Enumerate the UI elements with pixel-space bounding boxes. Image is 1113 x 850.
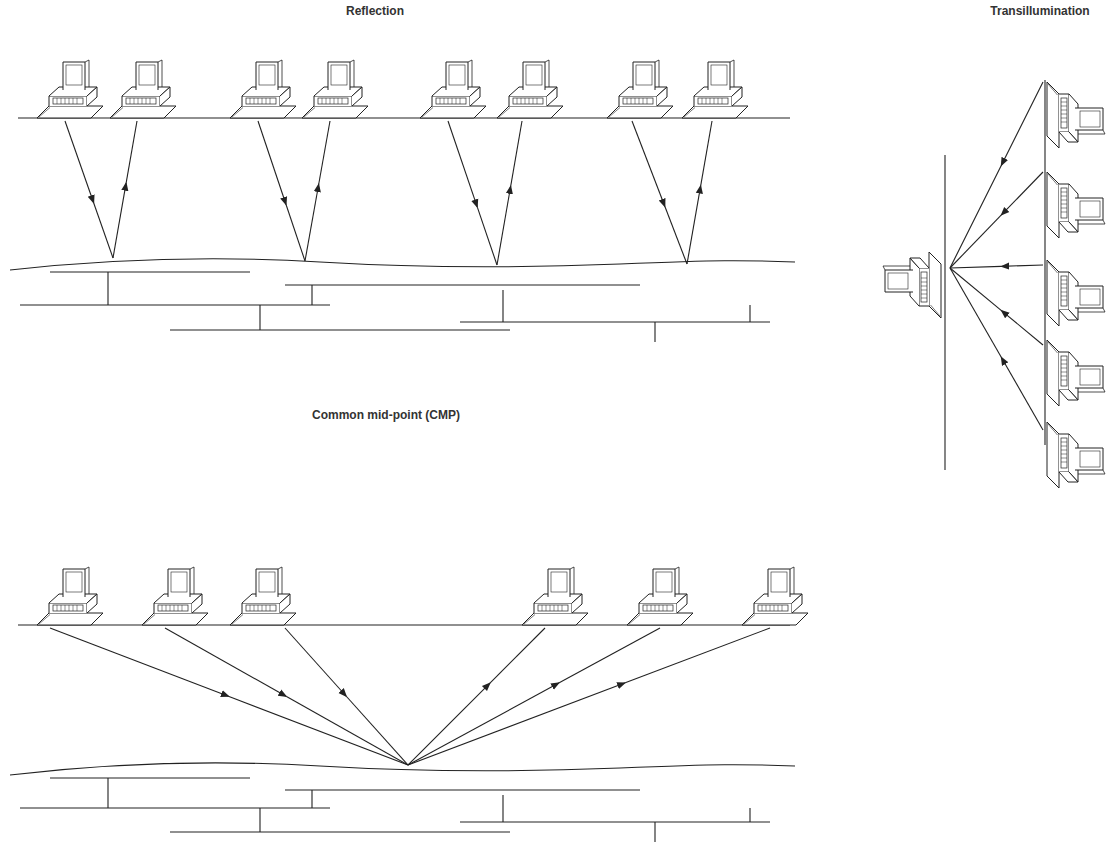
ray-path: [258, 121, 305, 261]
ground-layers: [10, 80, 1045, 842]
ray-path: [408, 628, 545, 765]
ray-paths: [50, 82, 1043, 765]
ray-path: [50, 628, 408, 765]
section-title: Common mid-point (CMP): [310, 408, 462, 422]
ray-path: [950, 268, 1043, 430]
ray-path: [950, 82, 1043, 268]
ray-path: [285, 628, 408, 765]
ray-path: [497, 121, 522, 265]
ray-path: [65, 121, 113, 258]
section-title: Transillumination: [988, 4, 1091, 18]
ray-path: [113, 121, 137, 258]
gpr-units: [37, 60, 1105, 625]
ray-path: [950, 172, 1043, 268]
ray-path: [950, 268, 1043, 345]
ray-path: [408, 628, 770, 765]
ray-path: [165, 628, 408, 765]
section-title: Reflection: [344, 4, 406, 18]
ray-path: [632, 121, 687, 264]
ray-path: [305, 121, 330, 261]
ray-path: [448, 121, 497, 265]
ray-path: [687, 121, 712, 264]
ray-path: [950, 265, 1043, 268]
ray-path: [408, 628, 660, 765]
